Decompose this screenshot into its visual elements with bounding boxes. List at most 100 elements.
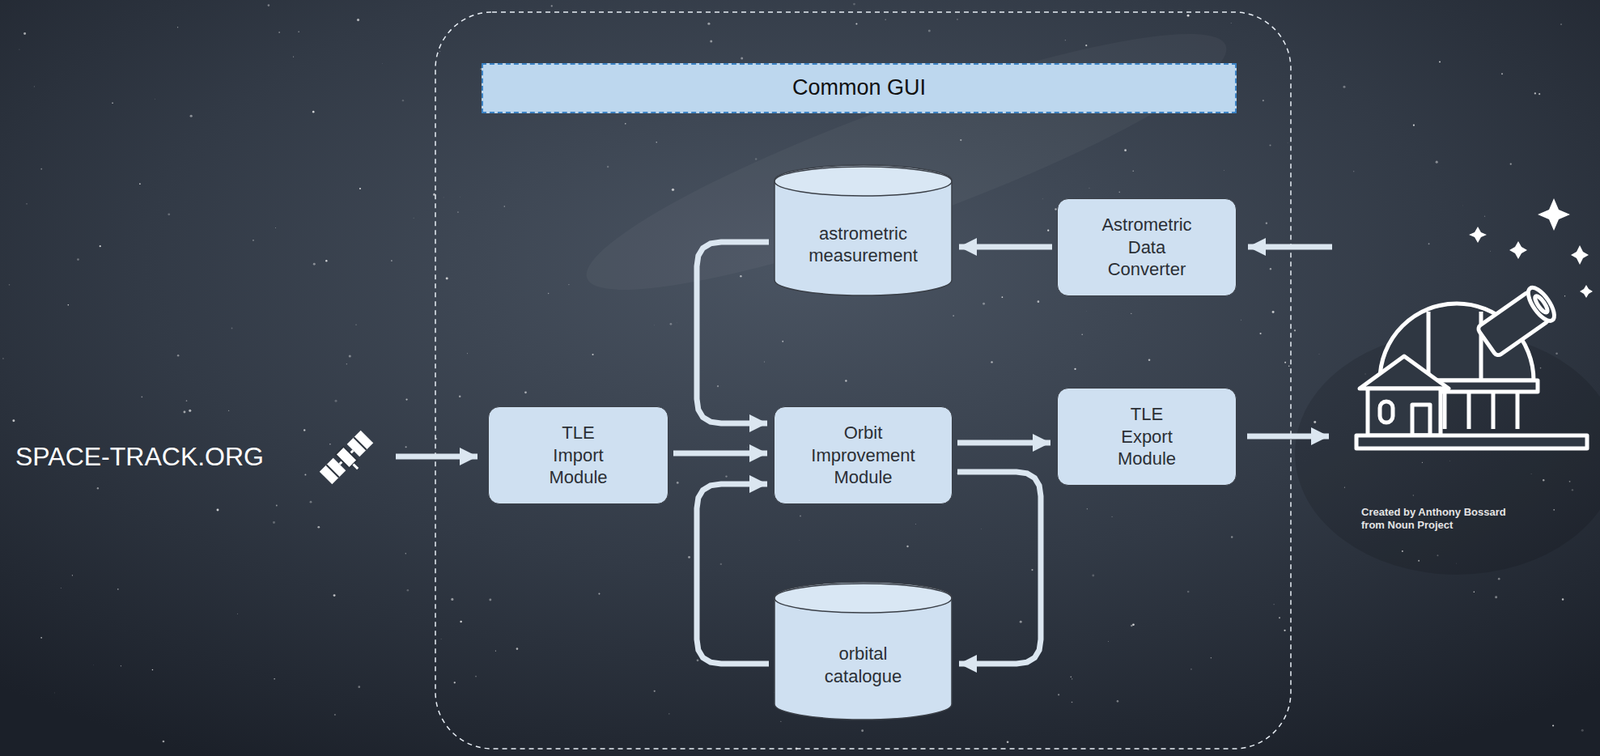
- star: [1124, 148, 1127, 152]
- node-text: TLE Export Module: [1117, 403, 1176, 471]
- star: [568, 284, 569, 285]
- star: [76, 258, 80, 261]
- star: [1130, 313, 1132, 315]
- star: [1552, 724, 1554, 726]
- star: [740, 56, 743, 60]
- star: [1240, 318, 1243, 321]
- star: [153, 97, 156, 100]
- star: [40, 168, 43, 170]
- star: [725, 475, 727, 477]
- star: [458, 395, 461, 398]
- star: [1148, 358, 1151, 361]
- star: [303, 428, 306, 431]
- star: [231, 327, 234, 330]
- star: [162, 740, 166, 743]
- star: [1190, 668, 1193, 671]
- star: [25, 203, 27, 204]
- star: [655, 141, 658, 144]
- star: [325, 259, 327, 262]
- star: [707, 22, 710, 26]
- source-name: SPACE-TRACK.ORG: [15, 441, 264, 472]
- star: [1037, 300, 1040, 303]
- star: [405, 552, 407, 554]
- star: [97, 487, 99, 489]
- star: [357, 685, 361, 688]
- process-box: TLE Import Module: [488, 406, 669, 505]
- star: [1065, 39, 1066, 41]
- star: [333, 594, 336, 597]
- star: [504, 205, 506, 207]
- flow-arrow: [959, 244, 1053, 251]
- star: [1091, 574, 1095, 578]
- star: [1006, 740, 1010, 743]
- star: [348, 354, 352, 357]
- star: [781, 340, 784, 343]
- star: [120, 665, 122, 667]
- star: [853, 3, 856, 6]
- star: [297, 31, 299, 33]
- star: [442, 196, 445, 199]
- star: [267, 4, 271, 7]
- star: [798, 538, 801, 541]
- star: [1560, 23, 1562, 26]
- satellite-icon: [318, 429, 379, 490]
- star: [982, 302, 985, 306]
- star: [653, 324, 656, 327]
- star: [313, 263, 316, 266]
- star: [466, 352, 469, 355]
- system-boundary: [435, 12, 1291, 749]
- star: [346, 363, 348, 365]
- star: [959, 139, 962, 141]
- star: [668, 712, 671, 715]
- star: [236, 612, 238, 615]
- star: [12, 419, 15, 422]
- star: [167, 212, 170, 216]
- star: [186, 399, 188, 402]
- star: [1510, 163, 1512, 166]
- star: [190, 114, 193, 118]
- star: [696, 658, 700, 662]
- star: [54, 691, 56, 694]
- star: [1187, 14, 1190, 17]
- star: [1501, 72, 1503, 75]
- star: [1489, 250, 1492, 252]
- star: [1278, 616, 1281, 619]
- star: [914, 522, 917, 525]
- star: [1461, 204, 1464, 207]
- star: [1269, 267, 1272, 270]
- cylinder-body: [774, 165, 952, 296]
- star: [1070, 675, 1072, 677]
- star: [1555, 352, 1558, 355]
- star: [454, 681, 456, 684]
- star: [59, 586, 62, 589]
- star: [1230, 535, 1233, 538]
- star: [1085, 44, 1087, 47]
- star: [1081, 334, 1083, 336]
- star: [1133, 170, 1134, 172]
- star: [495, 649, 497, 651]
- process-box: Astrometric Data Converter: [1056, 198, 1237, 297]
- icon-credit: Created by Anthony Bossard from Noun Pro…: [1361, 505, 1532, 531]
- star: [1581, 729, 1584, 732]
- star: [2, 357, 5, 360]
- star: [980, 527, 983, 530]
- star: [450, 598, 454, 601]
- star: [720, 563, 722, 565]
- star: [304, 473, 306, 476]
- star: [1107, 640, 1110, 643]
- star: [475, 675, 477, 678]
- star: [99, 245, 102, 247]
- star: [547, 292, 550, 295]
- node-text: orbital catalogue: [824, 642, 902, 688]
- process-box: TLE Export Module: [1056, 387, 1237, 486]
- star: [216, 509, 219, 512]
- node-text: astrometric measurement: [808, 222, 918, 268]
- star: [407, 589, 410, 592]
- node-text: Orbit Improvement Module: [810, 421, 915, 489]
- star: [844, 379, 847, 382]
- star: [356, 18, 360, 22]
- star: [67, 304, 70, 306]
- star: [117, 588, 119, 590]
- star: [355, 324, 357, 326]
